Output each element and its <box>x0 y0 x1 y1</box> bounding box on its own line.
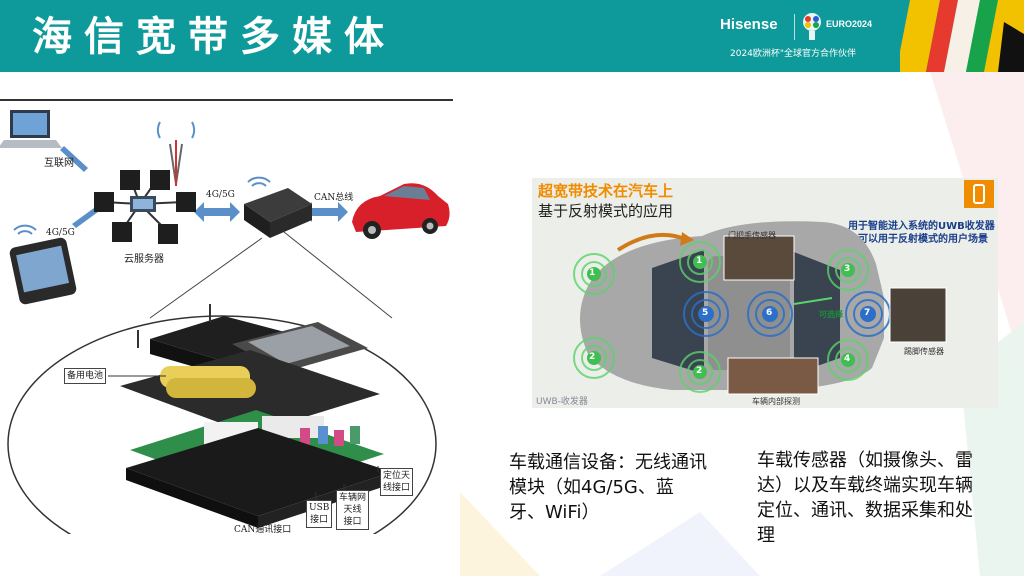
interior-detection-label: 车辆内部探测 <box>752 397 800 406</box>
uwb-car-image: 超宽带技术在汽车上 基于反射模式的应用 用于智能进入系统的UWB收发器 也可以用… <box>532 178 998 408</box>
car-image-title: 超宽带技术在汽车上 <box>538 182 674 200</box>
telematics-diagram: 互联网 4G/5G 云服务器 4G/5G CAN总线 备用电池 USB 接口 车… <box>0 104 453 535</box>
cell-tower-icon <box>156 121 196 186</box>
cloud-server-icon <box>94 170 196 244</box>
internet-label: 互联网 <box>44 158 74 169</box>
wifi-icon <box>13 176 271 235</box>
phone-badge-icon <box>964 180 994 208</box>
hisense-logo: Hisense <box>720 16 778 33</box>
can-port-label: CAN通讯接口 <box>234 525 292 535</box>
brand-block: Hisense EURO2024 2024欧洲杯"全球官方合作伙伴 <box>712 13 882 62</box>
node-1a: 1 <box>589 268 596 278</box>
exploded-tbox-icon <box>120 304 392 528</box>
phone-icon <box>9 237 77 305</box>
battery-label: 备用电池 <box>64 368 107 384</box>
uplink-label: 4G/5G <box>206 190 235 200</box>
laptop-icon <box>0 110 62 148</box>
usb-port-label: USB 接口 <box>306 500 333 528</box>
telematics-diagram-art <box>0 110 450 534</box>
pedal-sensor-label: 踢脚传感器 <box>904 347 944 356</box>
tbox-device-icon <box>244 188 312 238</box>
euro-logo-text: EURO2024 <box>826 19 873 29</box>
car-top-view <box>573 221 947 395</box>
page-title: 海信宽带多媒体 <box>32 14 396 60</box>
brand-divider <box>794 14 795 40</box>
can-bus-label: CAN总线 <box>314 193 354 203</box>
uwb-transceiver-label: UWB-收发器 <box>536 397 588 407</box>
header-bar: 海信宽带多媒体 Hisense EURO2024 2024欧洲杯"全球官方合作伙… <box>0 0 1024 72</box>
node-1b: 1 <box>696 256 703 266</box>
car-image-subtitle: 基于反射模式的应用 <box>538 202 674 220</box>
vehicle-comm-text: 车载通信设备：无线通讯模块（如4G/5G、蓝牙、WiFi） <box>509 452 707 523</box>
node-3: 3 <box>844 264 851 274</box>
euro-trophy-icon <box>803 13 821 40</box>
node-7: 7 <box>864 308 871 318</box>
vehicle-sensor-text: 车载传感器（如摄像头、雷达）以及车载终端实现车辆定位、通讯、数据采集和处理 <box>757 450 973 546</box>
header-decor-stripes <box>900 0 1024 72</box>
node-2b: 2 <box>696 366 703 376</box>
left-top-rule <box>0 99 453 101</box>
gps-antenna-label: 定位天 线接口 <box>380 468 414 496</box>
uwb-note: 用于智能进入系统的UWB收发器 也可以用于反射模式的用户场景 <box>848 221 995 245</box>
door-sensor-label: 门把手传感器 <box>728 231 776 240</box>
red-car-icon <box>352 183 450 239</box>
node-4: 4 <box>844 354 851 364</box>
optional-label: 可选择 <box>819 310 843 319</box>
sponsor-text: 2024欧洲杯"全球官方合作伙伴 <box>730 49 857 59</box>
node-6: 6 <box>766 308 773 318</box>
node-2a: 2 <box>589 352 596 362</box>
node-5: 5 <box>702 308 709 318</box>
cloud-server-label: 云服务器 <box>124 254 164 265</box>
vehicle-antenna-label: 车辆网 天线 接口 <box>336 490 370 530</box>
mobile-network-label: 4G/5G <box>46 228 75 238</box>
